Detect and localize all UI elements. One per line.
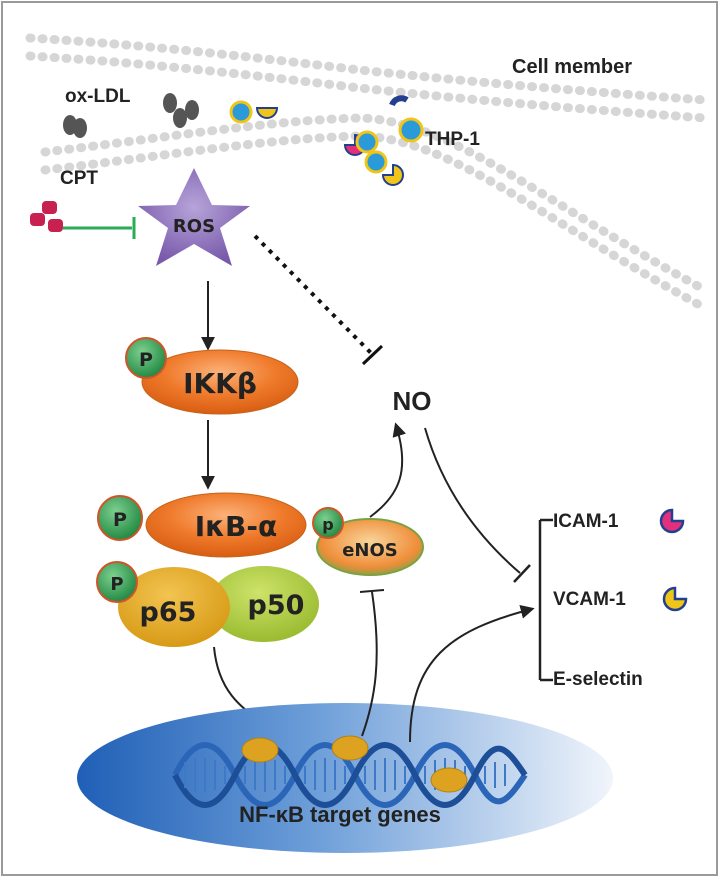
no-label: NO [393, 386, 432, 416]
vcam1-label: VCAM-1 [553, 589, 626, 610]
eselectin-label: E-selectin [553, 669, 643, 690]
ros-no-inhibition-bar [361, 344, 384, 366]
nfkb-bound-dna [241, 735, 468, 793]
ikkb-phospho-label: P [139, 349, 153, 371]
ros-no-inhibition-line [253, 234, 375, 357]
ikkb-phospho-bubble [125, 337, 167, 379]
nucleus-label: NF-κB target genes [239, 802, 441, 827]
ikba-phospho-label: P [113, 509, 127, 531]
p50-label: p50 [248, 590, 305, 621]
ikba-phospho-bubble [97, 495, 143, 541]
p50-protein [209, 566, 319, 642]
p65-phospho-label: P [110, 574, 123, 595]
ikkb-protein [141, 349, 299, 415]
thp1-cells [229, 95, 424, 186]
p65-phospho-bubble [96, 561, 138, 603]
p65-protein [118, 567, 230, 647]
vcam1-mark-icon [662, 586, 688, 612]
cpt-molecule [30, 201, 63, 232]
enos-phospho-bubble [312, 507, 344, 539]
icam1-mark-icon [659, 508, 685, 534]
nucleus-enos-inhibition-bar [359, 589, 385, 593]
nucleus-enos-inhibition-line [361, 591, 378, 737]
ikba-protein [145, 492, 307, 558]
ikkb-label: IKKβ [183, 367, 257, 400]
no-adhesion-inhibition-line [424, 427, 521, 574]
adhesion-bracket [538, 518, 553, 682]
enos-no-arrow [369, 422, 407, 518]
no-adhesion-inhibition-bar [513, 564, 531, 583]
ikba-label: IκB-α [195, 510, 278, 543]
enos-phospho-label: p [322, 515, 333, 534]
cpt-label: CPT [60, 168, 98, 189]
ros-star [138, 168, 250, 266]
ox-ldl-particles [63, 93, 199, 138]
nucleus-adhesion-arrow [409, 605, 535, 743]
thp1-label: THP-1 [425, 129, 480, 150]
enos-protein [316, 518, 424, 576]
cell-membrane-label: Cell member [512, 56, 632, 78]
icam1-label: ICAM-1 [553, 511, 619, 532]
p65-label: p65 [140, 597, 197, 628]
ox-ldl-label: ox-LDL [65, 86, 131, 107]
enos-label: eNOS [342, 540, 398, 561]
ros-label: ROS [173, 216, 215, 237]
